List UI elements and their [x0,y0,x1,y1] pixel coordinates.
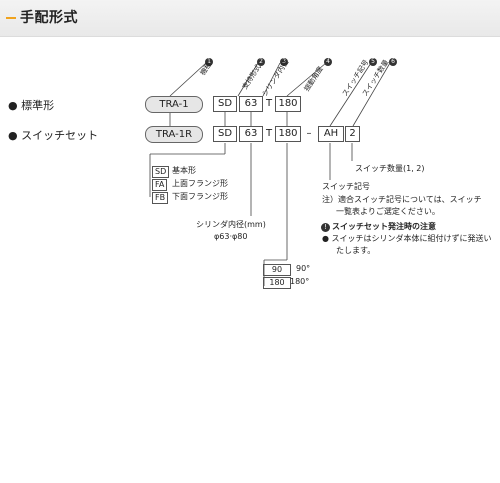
support-code-box-2: SD [213,126,237,142]
model-pill-switch-set: TRA-1R [145,126,203,143]
callout-2-marker: 2 [257,58,265,66]
switch-symbol-title: スイッチ記号 [322,182,370,191]
bore-code-box: 63 [239,96,263,112]
callout-1-marker: 1 [205,58,213,66]
section-header: 手配形式 [0,0,500,37]
callout-6-marker: 6 [389,58,397,66]
angle-legend-code-180: 180 [263,277,291,289]
switch-qty-note: スイッチ数量(1, 2) [355,164,425,173]
dash-separator: – [306,128,312,139]
caution-line-1: ● スイッチはシリンダ本体に組付けずに発送い [322,234,492,243]
switch-symbol-note-2: 一覧表よりご選定ください。 [336,207,440,216]
row-label-standard: ● 標準形 [8,99,55,112]
caution-line-2: たします。 [336,246,376,255]
header-accent-bar [6,17,16,19]
bore-title: シリンダ内径(mm) [196,220,266,229]
callout-4-marker: 4 [324,58,332,66]
support-legend-code-sd: SD [152,166,170,178]
support-legend-desc-fb: 下面フランジ形 [172,192,228,201]
support-legend-code-fa: FA [152,179,168,191]
separator-t-2: T [265,128,273,139]
separator-t: T [265,98,273,109]
row-label-switch-set: ● スイッチセット [8,129,99,142]
angle-legend-desc-180: 180° [290,277,310,286]
angle-code-box: 180 [275,96,301,112]
callout-5-marker: 5 [369,58,377,66]
bore-code-box-2: 63 [239,126,263,142]
callout-3-marker: 3 [280,58,288,66]
angle-code-box-2: 180 [275,126,301,142]
caution-icon: ! [321,223,330,232]
page-title: 手配形式 [20,10,78,26]
angle-legend-desc-90: 90° [296,264,311,273]
caution-title: スイッチセット発注時の注意 [332,222,436,231]
angle-legend-code-90: 90 [263,264,291,276]
switch-symbol-note-1: 注）適合スイッチ記号については、スイッチ [322,195,482,204]
support-legend-code-fb: FB [152,192,169,204]
model-pill-standard: TRA-1 [145,96,203,113]
switch-code-box: AH [318,126,344,142]
support-legend-desc-sd: 基本形 [172,166,196,175]
support-code-box: SD [213,96,237,112]
bore-values: φ63·φ80 [214,232,248,241]
switch-qty-box: 2 [345,126,360,142]
support-legend-desc-fa: 上面フランジ形 [172,179,228,188]
